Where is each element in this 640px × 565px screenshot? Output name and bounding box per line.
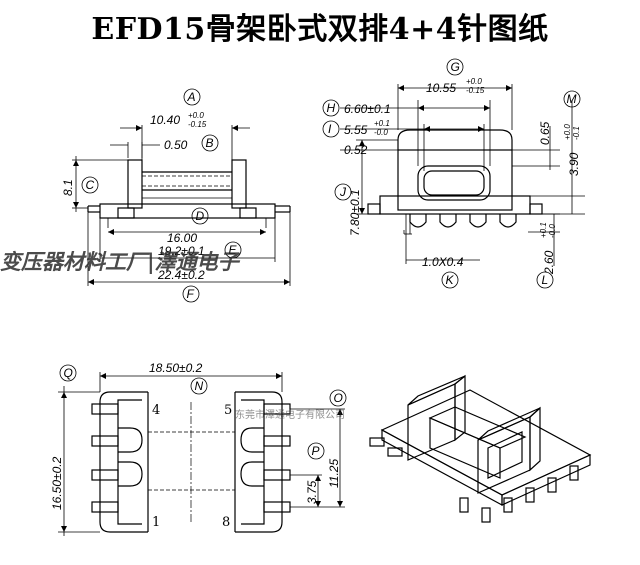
callout-b-label: B [206,136,214,150]
page-title: EFD15骨架卧式双排4+4针图纸 [91,12,549,47]
dim-a-value: 10.40 [150,113,180,127]
left-pins [91,403,143,513]
isometric-view [369,374,592,523]
callout-p-label: P [312,444,320,458]
dim-e-value: 19.2±0.1 [158,244,205,258]
dim-g-tol-lower: -0.15 [466,86,485,95]
dim-b-value: 0.50 [164,138,188,152]
callout-p-circle [307,442,325,460]
dim-i-value: 5.55 [344,123,368,137]
dim-q-value: 16.50±0.2 [50,456,64,510]
right-pins [240,403,291,513]
dim-l-tol-upper: +0.1 [539,222,548,238]
callout-i-circle [322,120,340,138]
callout-h-label: H [327,101,336,115]
callout-f-label: F [187,287,195,301]
dim-f-value: 22.4±0.2 [157,268,205,282]
dim-a-tol-upper: +0.0 [188,111,204,120]
dim-m-value: 3.90 [567,152,581,176]
callout-n-circle [190,377,208,395]
dim-k-value: 1.0X0.4 [422,255,464,269]
dim-d-value: 16.00 [167,231,197,245]
callout-e-label: E [229,243,238,257]
callout-o-label: O [334,391,343,405]
callout-j-label: J [339,185,347,199]
pin-4-label: 4 [152,403,160,418]
callout-k-circle [441,271,459,289]
top-view: 4 5 1 8 18.50±0.2 N 16.50±0.2 Q [50,361,347,536]
callout-b-circle [201,134,219,152]
watermark-small: 东莞市澤通电子有限公司 [235,408,345,421]
callout-m-circle [563,90,581,108]
callout-h-circle [322,99,340,117]
callout-e-circle [224,241,242,259]
dim-m-tol-lower: -0.1 [572,126,581,140]
callout-d-circle [191,207,209,225]
dim-i-tol-upper: +0.1 [374,119,390,128]
callout-f-circle [182,285,200,303]
callout-n-label: N [195,379,204,393]
callout-a-circle [183,88,201,106]
dim-h-value: 6.60±0.1 [344,102,391,116]
dim-l-tol-lower: -0.0 [548,224,557,238]
pin-1-label: 1 [152,515,160,530]
callout-c-label: C [86,178,95,192]
callout-l-circle [536,271,554,289]
callout-m-label: M [567,92,577,106]
callout-l-label: L [542,273,549,287]
front-view: 10.40 +0.0 -0.15 A 0.50 B 8.1 C [61,88,291,303]
dim-j-value: 7.80±0.1 [348,189,362,236]
callout-i-label: I [328,122,332,136]
dim-g-value: 10.55 [426,81,456,95]
callout-k-label: K [446,273,455,287]
callout-q-label: Q [64,366,73,380]
callout-g-label: G [451,60,460,74]
callout-a-label: A [187,90,196,104]
dim-n-value: 18.50±0.2 [149,361,203,375]
callout-d-label: D [196,209,205,223]
callout-g-circle [446,58,464,76]
dim-c-value: 8.1 [61,179,75,196]
dim-l-value: 2.60 [542,250,556,275]
callout-o-circle [329,389,347,407]
dim-m-tol-upper: +0.0 [563,124,572,140]
side-view: 10.55 +0.0 -0.15 G 6.60±0.1 H 5.55 +0.1 … [322,58,585,289]
pin-8-label: 8 [222,515,230,530]
dim-g-tol-upper: +0.0 [466,77,482,86]
dim-p-value: 3.75 [305,480,319,504]
dim-o-value: 11.25 [327,459,341,488]
callout-q-circle [59,364,77,382]
dim-i-tol-lower: -0.0 [374,128,388,137]
callout-c-circle [81,176,99,194]
dim-065-value: 0.65 [538,121,552,145]
dim-a-tol-lower: -0.15 [188,120,207,129]
pin-5-label: 5 [224,403,232,418]
watermark-main: 变压器材料工厂|澤通电子 [0,249,241,274]
callout-j-circle [334,183,352,201]
